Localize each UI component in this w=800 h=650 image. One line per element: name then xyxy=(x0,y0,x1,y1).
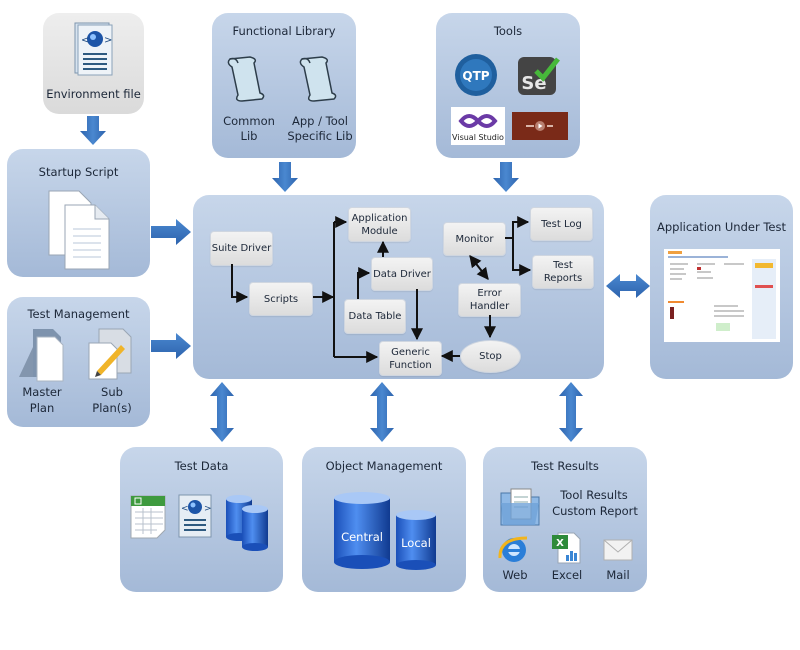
management-to-framework-arrow xyxy=(151,333,191,359)
sub-plan-label-line1: Sub xyxy=(101,385,123,399)
test-reports-node: Test Reports xyxy=(532,255,594,289)
framework-objects-double-arrow xyxy=(370,382,394,442)
application-under-test-panel: Application Under Test xyxy=(650,195,793,379)
xml-document-icon: <> xyxy=(74,22,113,76)
startup-script-title: Startup Script xyxy=(38,165,119,179)
framework-results-double-arrow xyxy=(559,382,583,442)
library-to-framework-arrow xyxy=(272,162,298,192)
svg-text:>: > xyxy=(204,504,212,514)
env-to-startup-arrow xyxy=(80,116,106,145)
environment-file-panel: <> Environment file xyxy=(43,13,144,114)
mail-label: Mail xyxy=(606,568,630,582)
test-results-title: Test Results xyxy=(531,459,599,473)
functional-library-panel: Functional Library Common Lib App / Tool… xyxy=(212,13,356,158)
application-under-test-title: Application Under Test xyxy=(656,220,787,234)
svg-text:X: X xyxy=(556,538,564,549)
spreadsheet-icon xyxy=(130,495,166,539)
tools-title: Tools xyxy=(493,24,523,38)
test-management-title: Test Management xyxy=(27,307,130,321)
qtp-logo-icon: QTP xyxy=(455,54,497,96)
test-results-panel: Test Results Tool Results Custom Report … xyxy=(483,447,647,592)
excel-icon: X xyxy=(552,532,581,564)
specific-lib-label-line2: Specific Lib xyxy=(287,129,353,143)
startup-script-panel: Startup Script xyxy=(7,149,150,277)
environment-file-label: Environment file xyxy=(46,87,141,101)
generic-function-line2: Function xyxy=(389,359,432,371)
web-app-screenshot-icon xyxy=(664,249,780,342)
test-management-panel: Test Management Master Plan Sub Plan(s) xyxy=(7,297,150,427)
master-plan-label-line1: Master xyxy=(22,385,62,399)
report-folder-icon xyxy=(500,488,540,526)
object-management-title: Object Management xyxy=(325,459,443,473)
svg-text:>: > xyxy=(104,35,112,46)
svg-text:<: < xyxy=(81,35,89,46)
startup-to-framework-arrow xyxy=(151,219,191,245)
svg-text:QTP: QTP xyxy=(462,69,489,83)
object-management-panel: Object Management Central Local xyxy=(302,447,466,592)
application-module-line2: Module xyxy=(361,225,398,237)
visual-studio-logo-icon: Visual Studio xyxy=(451,107,505,145)
selenium-logo-icon: Se xyxy=(518,57,560,95)
scroll-icon xyxy=(227,56,265,102)
tools-panel: Tools QTP Se Visual Studio xyxy=(436,13,580,158)
test-reports-line2: Reports xyxy=(543,273,583,284)
web-label: Web xyxy=(502,568,528,582)
common-lib-label-line2: Lib xyxy=(240,129,258,143)
mail-icon xyxy=(603,539,633,561)
common-lib-label-line1: Common xyxy=(223,114,275,128)
error-handler-node: Error Handler xyxy=(458,283,521,317)
error-handler-line2: Handler xyxy=(469,301,510,312)
specific-lib-label-line1: App / Tool xyxy=(292,114,348,128)
svg-text:Visual Studio: Visual Studio xyxy=(452,133,504,142)
internet-explorer-icon xyxy=(498,536,528,562)
tools-to-framework-arrow xyxy=(493,162,519,192)
test-reports-line1: Test xyxy=(553,260,573,271)
master-plan-label-line2: Plan xyxy=(29,401,55,415)
error-handler-line1: Error xyxy=(477,288,502,299)
local-database-icon xyxy=(396,510,436,570)
svg-text:<: < xyxy=(181,504,189,514)
scripts-node: Scripts xyxy=(249,282,313,316)
custom-report-label: Custom Report xyxy=(552,504,638,518)
framework-aut-double-arrow xyxy=(606,274,650,298)
framework-testdata-double-arrow xyxy=(210,382,234,442)
functional-library-title: Functional Library xyxy=(232,24,336,38)
tool-results-label: Tool Results xyxy=(560,488,628,502)
generic-function-node: Generic Function xyxy=(379,341,442,376)
local-database-label: Local xyxy=(401,536,431,550)
monitor-node: Monitor xyxy=(443,222,506,256)
master-plan-icon xyxy=(19,329,64,382)
xml-document-icon: <> xyxy=(178,494,212,538)
suite-driver-node: Suite Driver xyxy=(210,231,273,266)
data-table-node: Data Table xyxy=(344,299,406,334)
central-database-icon xyxy=(334,492,390,569)
central-database-label: Central xyxy=(341,530,383,544)
test-data-title: Test Data xyxy=(174,459,229,473)
documents-icon xyxy=(48,190,110,270)
test-log-node: Test Log xyxy=(530,207,593,241)
database-icon xyxy=(226,495,268,551)
stop-node: Stop xyxy=(460,340,521,373)
excel-label: Excel xyxy=(551,568,583,582)
application-module-line1: Application xyxy=(351,212,408,224)
test-data-panel: Test Data <> xyxy=(120,447,283,592)
tool-video-logo-icon xyxy=(512,112,568,140)
scroll-icon xyxy=(299,56,337,102)
data-driver-node: Data Driver xyxy=(371,257,433,291)
generic-function-line1: Generic xyxy=(391,346,430,358)
sub-plan-label-line2: Plan(s) xyxy=(92,401,132,415)
application-module-node: Application Module xyxy=(348,207,411,242)
sub-plan-icon xyxy=(88,328,132,380)
